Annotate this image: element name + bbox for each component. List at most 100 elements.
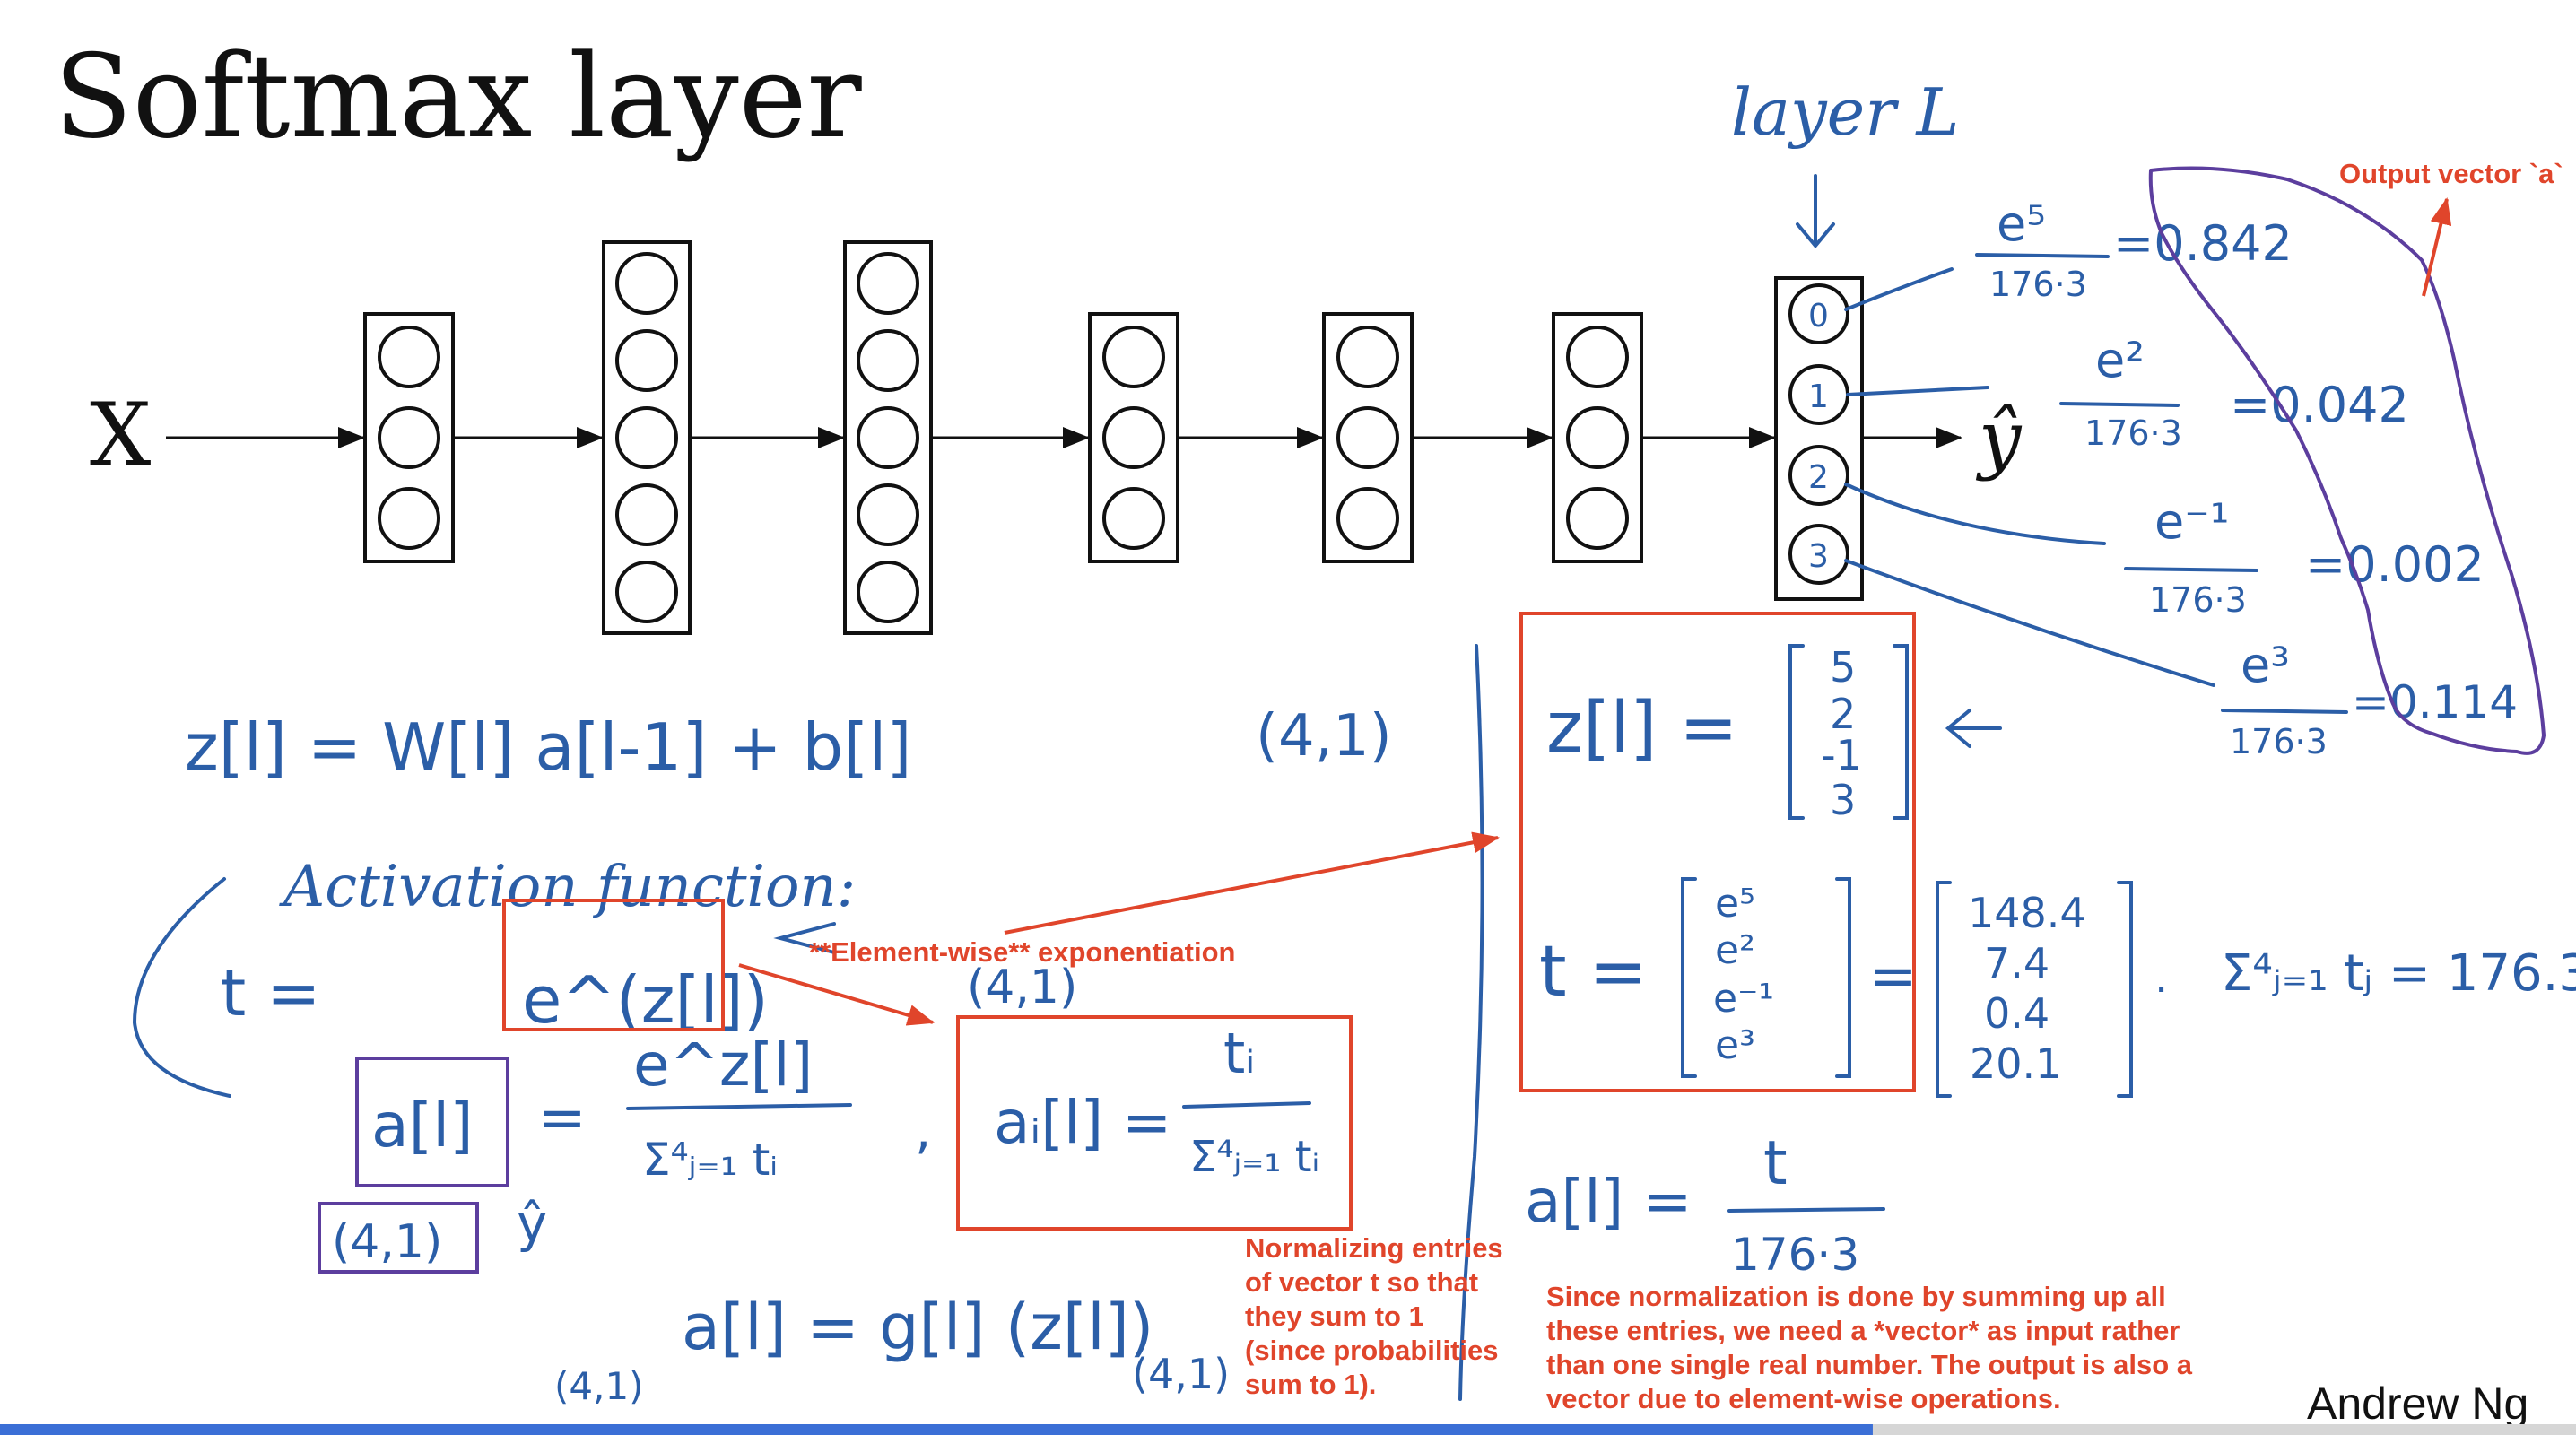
neuron-node (378, 326, 440, 388)
a-num: e^z[l] (633, 1031, 813, 1100)
fraction-bar (2059, 402, 2180, 407)
ai-num: tᵢ (1223, 1021, 1255, 1086)
neuron-node (857, 483, 919, 546)
layer-l-pointer-head (1796, 222, 1835, 249)
neuron-node (1102, 487, 1165, 550)
z-vector-entry: -1 (1821, 731, 1862, 779)
z-vector-entry: 5 (1830, 643, 1856, 691)
t-shape: (4,1) (967, 961, 1077, 1014)
elementwise-arrow (1004, 831, 1500, 935)
neuron-node (1566, 326, 1629, 388)
fraction-bar (1727, 1207, 1885, 1213)
t-vector-entry: e⁵ (1715, 881, 1755, 926)
a-lhs: a[l] (371, 1091, 474, 1161)
t-vector-entry: e² (1715, 927, 1755, 973)
normalizing-note-line: Normalizing entries (1245, 1232, 1503, 1264)
t-value-entry: 7.4 (1984, 939, 2049, 987)
neuron-node (857, 406, 919, 469)
progress-fill (0, 1424, 1873, 1435)
bracket-right (1893, 644, 1909, 820)
z-vector-entry: 2 (1830, 690, 1856, 738)
yhat-label: ŷ (1975, 395, 2023, 483)
connector-line (1844, 267, 1954, 311)
hidden-layer-3 (843, 240, 933, 635)
a-final-formula: a[l] = t 176·3 (1525, 1128, 1885, 1281)
ai-highlight-box (956, 1015, 1353, 1231)
neuron-node (857, 329, 919, 392)
a-final-lhs: a[l] = (1525, 1167, 1693, 1236)
t-vector-entry: e⁻¹ (1713, 976, 1774, 1022)
period: . (2154, 952, 2168, 1003)
z-vector-entry: 3 (1830, 776, 1856, 824)
result-value: =0.842 (2113, 215, 2293, 272)
z-shape: (4,1) (1256, 703, 1392, 770)
input-x-label: X (90, 385, 151, 485)
fraction-bar (1182, 1101, 1311, 1109)
layer-l-label-group: layer L (1731, 74, 1959, 249)
neuron-node (1102, 406, 1165, 469)
neuron-node (1566, 406, 1629, 469)
credit-text: Andrew Ng (2307, 1378, 2528, 1429)
result-value: =0.002 (2305, 536, 2485, 593)
neuron-node (1336, 487, 1399, 550)
elementwise-label: **Element-wise** exponentiation (809, 936, 1235, 968)
numerator: e⁻¹ (2154, 493, 2229, 550)
fraction-bar (2221, 709, 2348, 714)
output-vector-outline (2148, 166, 2546, 755)
annotation-layer: Output vector `a` **Element-wise** expon… (502, 158, 2563, 1414)
hidden-layer-4 (1088, 312, 1179, 563)
neuron-node (1336, 406, 1399, 469)
output-computations: e⁵ 176·3 =0.842 e² 176·3 =0.042 e⁻¹ 176·… (1844, 196, 2518, 761)
a-shape-box (318, 1202, 479, 1274)
denominator: 176·3 (2230, 722, 2328, 761)
t-vector-lhs: t = (1539, 932, 1648, 1013)
layer-l-label: layer L (1731, 74, 1959, 150)
output-node-3 (1788, 524, 1849, 585)
ai-formula: aᵢ[l] = tᵢ Σ⁴ⱼ₌₁ tᵢ (994, 1021, 1319, 1182)
z-vector-lhs: z[l] = (1546, 688, 1738, 769)
output-node-label: 3 (1808, 538, 1829, 575)
video-progress-bar[interactable] (0, 1424, 2576, 1435)
normalizing-note-line: sum to 1). (1245, 1369, 1376, 1400)
normalize-arrow (738, 963, 935, 1026)
fraction-bar (1975, 253, 2110, 258)
neuron-node (1566, 487, 1629, 550)
output-node-2 (1788, 445, 1849, 506)
bracket-left (1788, 644, 1805, 820)
normalization-note-line: vector due to element-wise operations. (1546, 1383, 2061, 1414)
left-derivation: z[l] = W[l] a[l-1] + b[l] (4,1) Activati… (132, 703, 1392, 1408)
neuron-node (857, 561, 919, 623)
bracket-right (2117, 881, 2133, 1098)
neuron-node (1336, 326, 1399, 388)
neuron-node (615, 561, 678, 623)
neuron-node (378, 487, 440, 550)
a-eq: = (538, 1085, 587, 1152)
t-vector-entry: e³ (1715, 1022, 1755, 1068)
neuron-node (378, 406, 440, 469)
denominator: 176·3 (2084, 413, 2182, 453)
output-node-label: 0 (1808, 298, 1829, 335)
neuron-node (615, 483, 678, 546)
bracket-right (1835, 877, 1851, 1078)
output-node-label: 1 (1808, 378, 1829, 415)
hidden-layer-6 (1552, 312, 1643, 563)
hidden-layer-2 (602, 240, 692, 635)
denominator: 176·3 (2149, 580, 2247, 620)
activation-heading: Activation function: (279, 854, 856, 920)
a-final-den: 176·3 (1731, 1229, 1859, 1281)
divider-line (1458, 644, 1484, 1401)
a-final-num: t (1763, 1128, 1788, 1199)
connector-line (1846, 386, 1989, 396)
g-shape-left: (4,1) (554, 1364, 644, 1408)
left-arrow-mark (773, 922, 836, 954)
neural-network-diagram: X (90, 240, 2023, 635)
ai-den: Σ⁴ⱼ₌₁ tᵢ (1189, 1132, 1319, 1182)
denominator: 176·3 (1989, 265, 2087, 304)
sum-expr: Σ⁴ⱼ₌₁ tⱼ = 176.3 (2221, 944, 2576, 1003)
bracket-left (1936, 881, 1952, 1098)
t-lhs: t = (221, 955, 320, 1031)
numerator: e³ (2241, 637, 2290, 693)
t-expr: e^(z[l]) (522, 962, 769, 1038)
connector-line (1844, 483, 2106, 545)
